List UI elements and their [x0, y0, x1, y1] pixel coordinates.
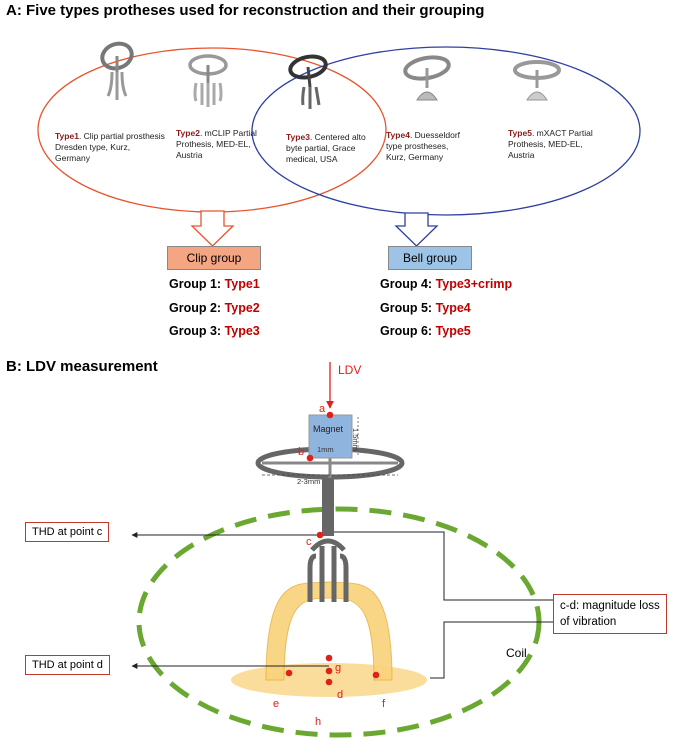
loss-connector-d	[430, 621, 553, 679]
type3-prosthesis-icon	[288, 54, 328, 109]
type4-prosthesis-icon	[403, 55, 451, 101]
type5-description: Type5. mXACT Partial Prothesis, MED-EL, …	[508, 128, 593, 160]
point-b	[306, 454, 314, 462]
clip-group-label: Clip group	[167, 246, 261, 270]
bell-group-arrow	[394, 212, 439, 247]
point-b-label: b	[298, 446, 305, 458]
clip-claws	[307, 538, 349, 602]
type1-prosthesis-icon	[100, 41, 134, 100]
loss-connector-c	[334, 531, 553, 601]
group4-row: Group 4: Type3+crimp	[380, 277, 513, 291]
type4-description: Type4. Duesseldorf type prostheses, Kurz…	[386, 130, 461, 162]
point-d-label: d	[337, 689, 344, 701]
type5-prosthesis-icon	[513, 60, 561, 101]
type3-description: Type3. Centered alto byte partial, Grace…	[286, 132, 366, 164]
type2-description: Type2. mCLIP Partial Prothesis, MED-EL, …	[176, 128, 257, 160]
point-c	[316, 531, 324, 539]
clip-group-arrow	[190, 210, 235, 247]
point-e-label: e	[273, 698, 280, 710]
group1-row: Group 1: Type1	[169, 277, 260, 291]
type2-prosthesis-icon	[188, 54, 228, 107]
point-e	[285, 669, 293, 677]
type1-description: Type1. Clip partial prosthesis Dresden t…	[55, 131, 165, 163]
ldv-label: LDV	[338, 363, 362, 377]
group6-row: Group 6: Type5	[380, 324, 471, 338]
section-b-title: B: LDV measurement	[6, 358, 158, 375]
point-h	[325, 678, 333, 686]
point-c-label: c	[306, 536, 312, 548]
point-a	[326, 411, 334, 419]
point-g	[325, 654, 333, 662]
section-a-title: A: Five types protheses used for reconst…	[6, 2, 485, 19]
magnet	[308, 414, 353, 459]
group5-row: Group 5: Type4	[380, 301, 471, 315]
bell-ellipse	[251, 46, 641, 216]
point-g-label: g	[335, 662, 342, 674]
magnet-label: Magnet	[313, 424, 344, 434]
bell-group-label: Bell group	[388, 246, 472, 270]
point-f-label: f	[382, 698, 386, 710]
point-d	[325, 667, 333, 675]
magnitude-loss-box: c-d: magnitude loss of vibration	[553, 594, 667, 634]
dim-width-label: 1mm	[317, 445, 334, 454]
ldv-diagram	[131, 362, 553, 738]
group3-row: Group 3: Type3	[169, 324, 260, 338]
section-a-graphics	[37, 41, 641, 247]
coil-label: Coil	[506, 646, 527, 660]
group2-row: Group 2: Type2	[169, 301, 260, 315]
dim-height-label: 1.5mm	[351, 428, 360, 451]
thd-point-c-box: THD at point c	[25, 522, 110, 542]
dim-ring-label: 2-3mm	[297, 477, 321, 486]
shaft	[322, 478, 334, 536]
point-a-label: a	[319, 403, 326, 415]
point-f	[372, 671, 380, 679]
point-h-label: h	[315, 716, 322, 728]
thd-point-d-box: THD at point d	[25, 655, 110, 675]
